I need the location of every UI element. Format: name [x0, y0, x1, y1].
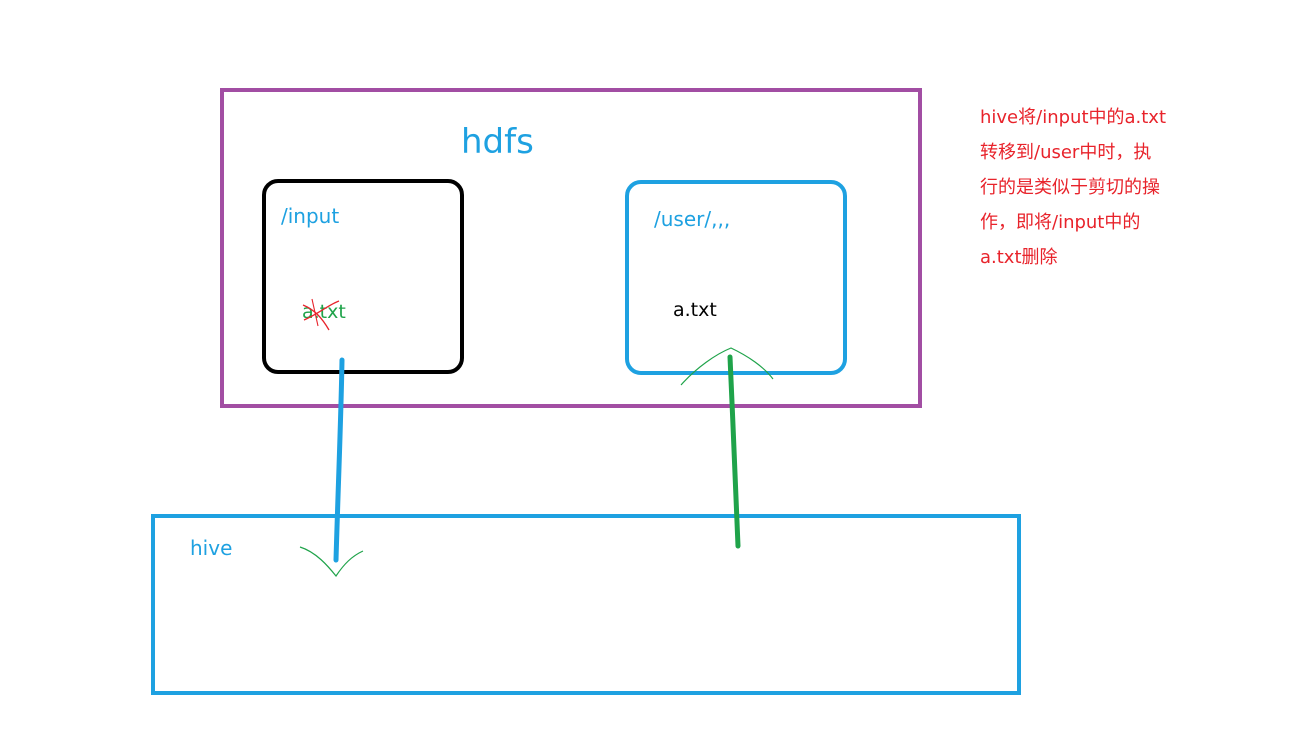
input-directory-box: [262, 179, 464, 374]
explanation-note: hive将/input中的a.txt 转移到/user中时，执 行的是类似于剪切…: [980, 100, 1190, 275]
arrow-input-to-hive: [299, 357, 364, 578]
hive-container: [151, 514, 1021, 695]
user-file-label: a.txt: [673, 299, 717, 321]
note-line: a.txt删除: [980, 247, 1058, 268]
user-directory-label: /user/,,,: [654, 207, 731, 231]
note-line: 行的是类似于剪切的操: [980, 177, 1160, 198]
user-directory-box: [625, 180, 847, 375]
note-line: 转移到/user中时，执: [980, 142, 1152, 163]
note-line: hive将/input中的a.txt: [980, 107, 1167, 128]
arrow-hive-to-user: [680, 347, 774, 549]
hdfs-container: [220, 88, 922, 408]
input-directory-label: /input: [281, 204, 340, 228]
hdfs-title: hdfs: [461, 122, 534, 162]
hive-label: hive: [190, 536, 233, 560]
input-file-label: a.txt: [302, 301, 346, 323]
cross-mark-icon: [302, 298, 340, 331]
note-line: 作，即将/input中的: [980, 212, 1141, 233]
